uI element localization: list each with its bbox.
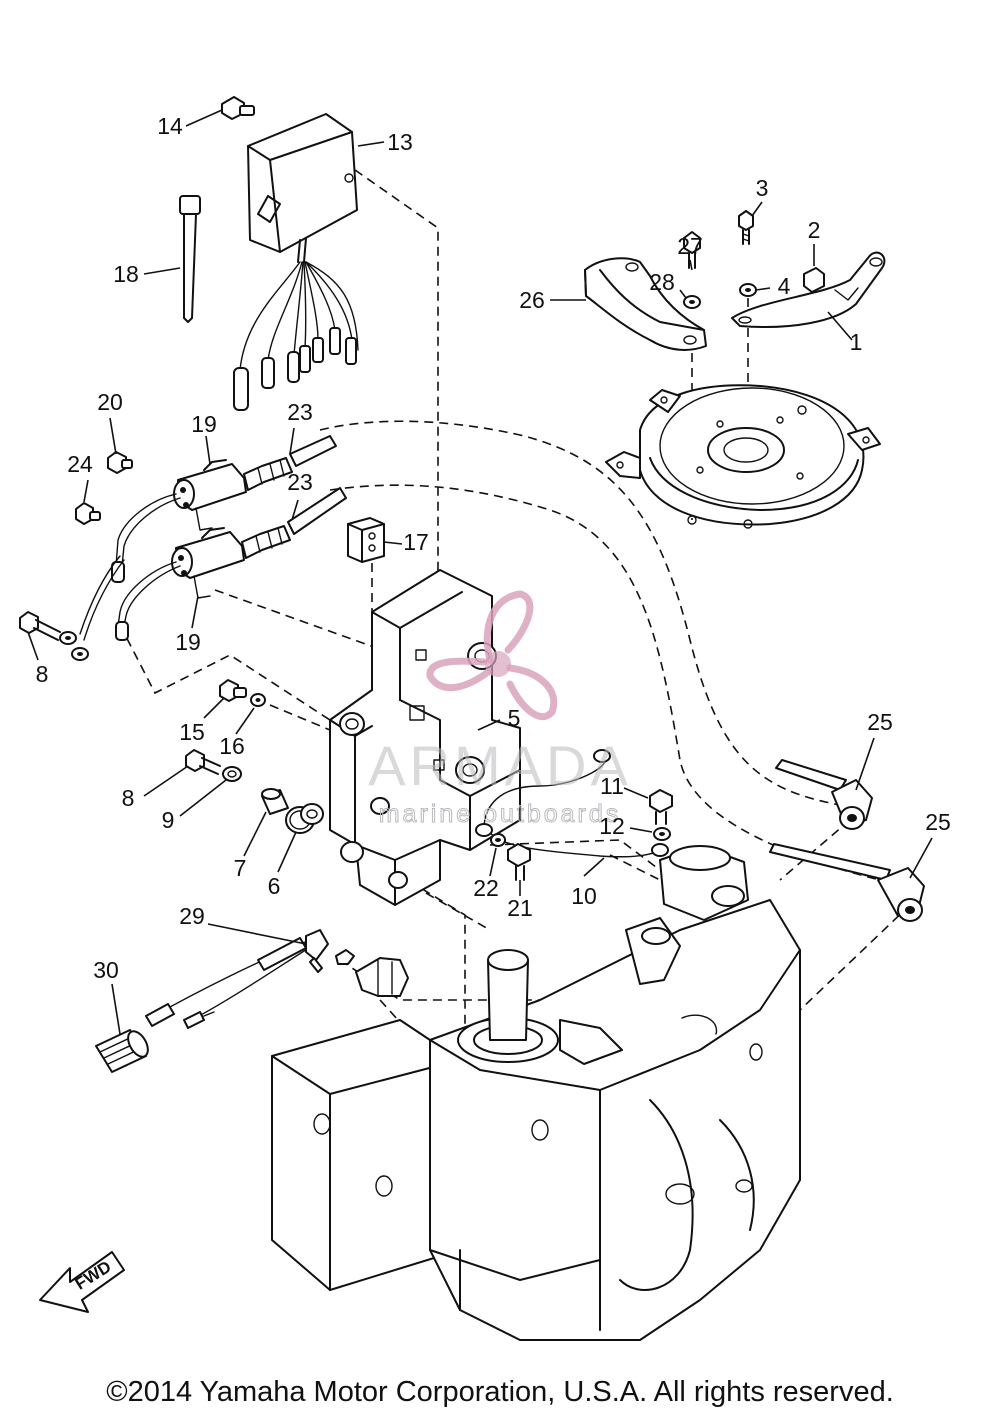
cdi-unit-13: [233, 113, 359, 411]
callout-23-lower: 23: [287, 469, 313, 495]
callout-5: 5: [508, 705, 521, 731]
pulser-coil-1: [731, 251, 886, 329]
callout-28: 28: [649, 269, 675, 295]
watermark-tagline: marine outboards: [379, 800, 622, 828]
callout-18: 18: [113, 261, 139, 287]
washer-16: [250, 693, 266, 707]
callout-12: 12: [599, 813, 625, 839]
callout-30: 30: [93, 957, 119, 983]
callout-2: 2: [808, 217, 821, 243]
callout-4: 4: [778, 273, 791, 299]
callout-9: 9: [162, 807, 175, 833]
bolt-21: [507, 843, 531, 881]
engine-block: [271, 845, 801, 1341]
callout-3: 3: [756, 175, 769, 201]
washer-22: [490, 833, 506, 847]
bolt-11: [649, 789, 673, 825]
plug-cap-25-upper: [775, 759, 873, 830]
bolt-8-upper: [19, 611, 89, 661]
callout-25-upper: 25: [867, 709, 893, 735]
callout-11: 11: [600, 773, 624, 799]
collar-7: [261, 788, 289, 815]
nut-2: [803, 267, 825, 293]
callout-6: 6: [268, 873, 281, 899]
ignition-coil-19-lower: [171, 527, 245, 599]
bolt-8-lower: [185, 749, 221, 775]
charge-coil-26: [584, 257, 707, 351]
screw-24: [75, 502, 101, 525]
callout-29: 29: [179, 903, 205, 929]
cable-tie-18: [179, 195, 201, 323]
collar-9: [222, 766, 242, 782]
callout-8-upper: 8: [36, 661, 49, 687]
callout-13: 13: [387, 129, 413, 155]
callout-21: 21: [507, 895, 533, 921]
callout-20: 20: [97, 389, 123, 415]
callout-19-lower: 19: [175, 629, 201, 655]
cap-30: [95, 1029, 149, 1073]
grommet-17: [347, 517, 385, 563]
callout-14: 14: [157, 113, 183, 139]
callout-23-upper: 23: [287, 399, 313, 425]
callout-16: 16: [219, 733, 245, 759]
armada-watermark: ARMADA marine outboards: [368, 590, 632, 829]
washer-28: [683, 295, 701, 309]
stator-base-plate: [605, 384, 881, 529]
washer-12: [653, 827, 671, 841]
plug-cap-25-lower: [769, 843, 925, 922]
bolt-27: [683, 231, 701, 269]
callout-17: 17: [403, 529, 429, 555]
leader-lines: [27, 109, 933, 1035]
callout-24: 24: [67, 451, 93, 477]
washer-4: [739, 283, 757, 297]
plug-cap-23-upper: [243, 435, 337, 491]
propeller-logo: [426, 590, 558, 721]
callout-19-upper: 19: [191, 411, 217, 437]
callout-22: 22: [473, 875, 499, 901]
callout-10: 10: [571, 883, 597, 909]
callout-15: 15: [179, 719, 205, 745]
callout-8-lower: 8: [122, 785, 135, 811]
grommet-6: [285, 803, 324, 834]
watermark-name: ARMADA: [368, 734, 632, 797]
screw-20: [107, 451, 133, 474]
bolt-3: [738, 210, 754, 245]
plug-cap-23-lower: [241, 487, 347, 559]
screw-14: [221, 96, 255, 120]
callout-27: 27: [677, 233, 703, 259]
bolt-15: [219, 679, 247, 702]
thermo-switch-29: [145, 929, 409, 1029]
callout-numbers: 1 2 3 4 5 6 7 8 8 9 10 11 12 13 14 15 16…: [36, 113, 951, 983]
fwd-direction-arrow: FWD: [39, 1251, 125, 1313]
callout-25-lower: 25: [925, 809, 951, 835]
callout-1: 1: [850, 329, 863, 355]
callout-7: 7: [234, 855, 247, 881]
coil-ground-wires: [79, 493, 181, 641]
callout-26: 26: [519, 287, 545, 313]
copyright-notice: ©2014 Yamaha Motor Corporation, U.S.A. A…: [106, 1376, 894, 1408]
ignition-coil-19-upper: [173, 459, 247, 531]
